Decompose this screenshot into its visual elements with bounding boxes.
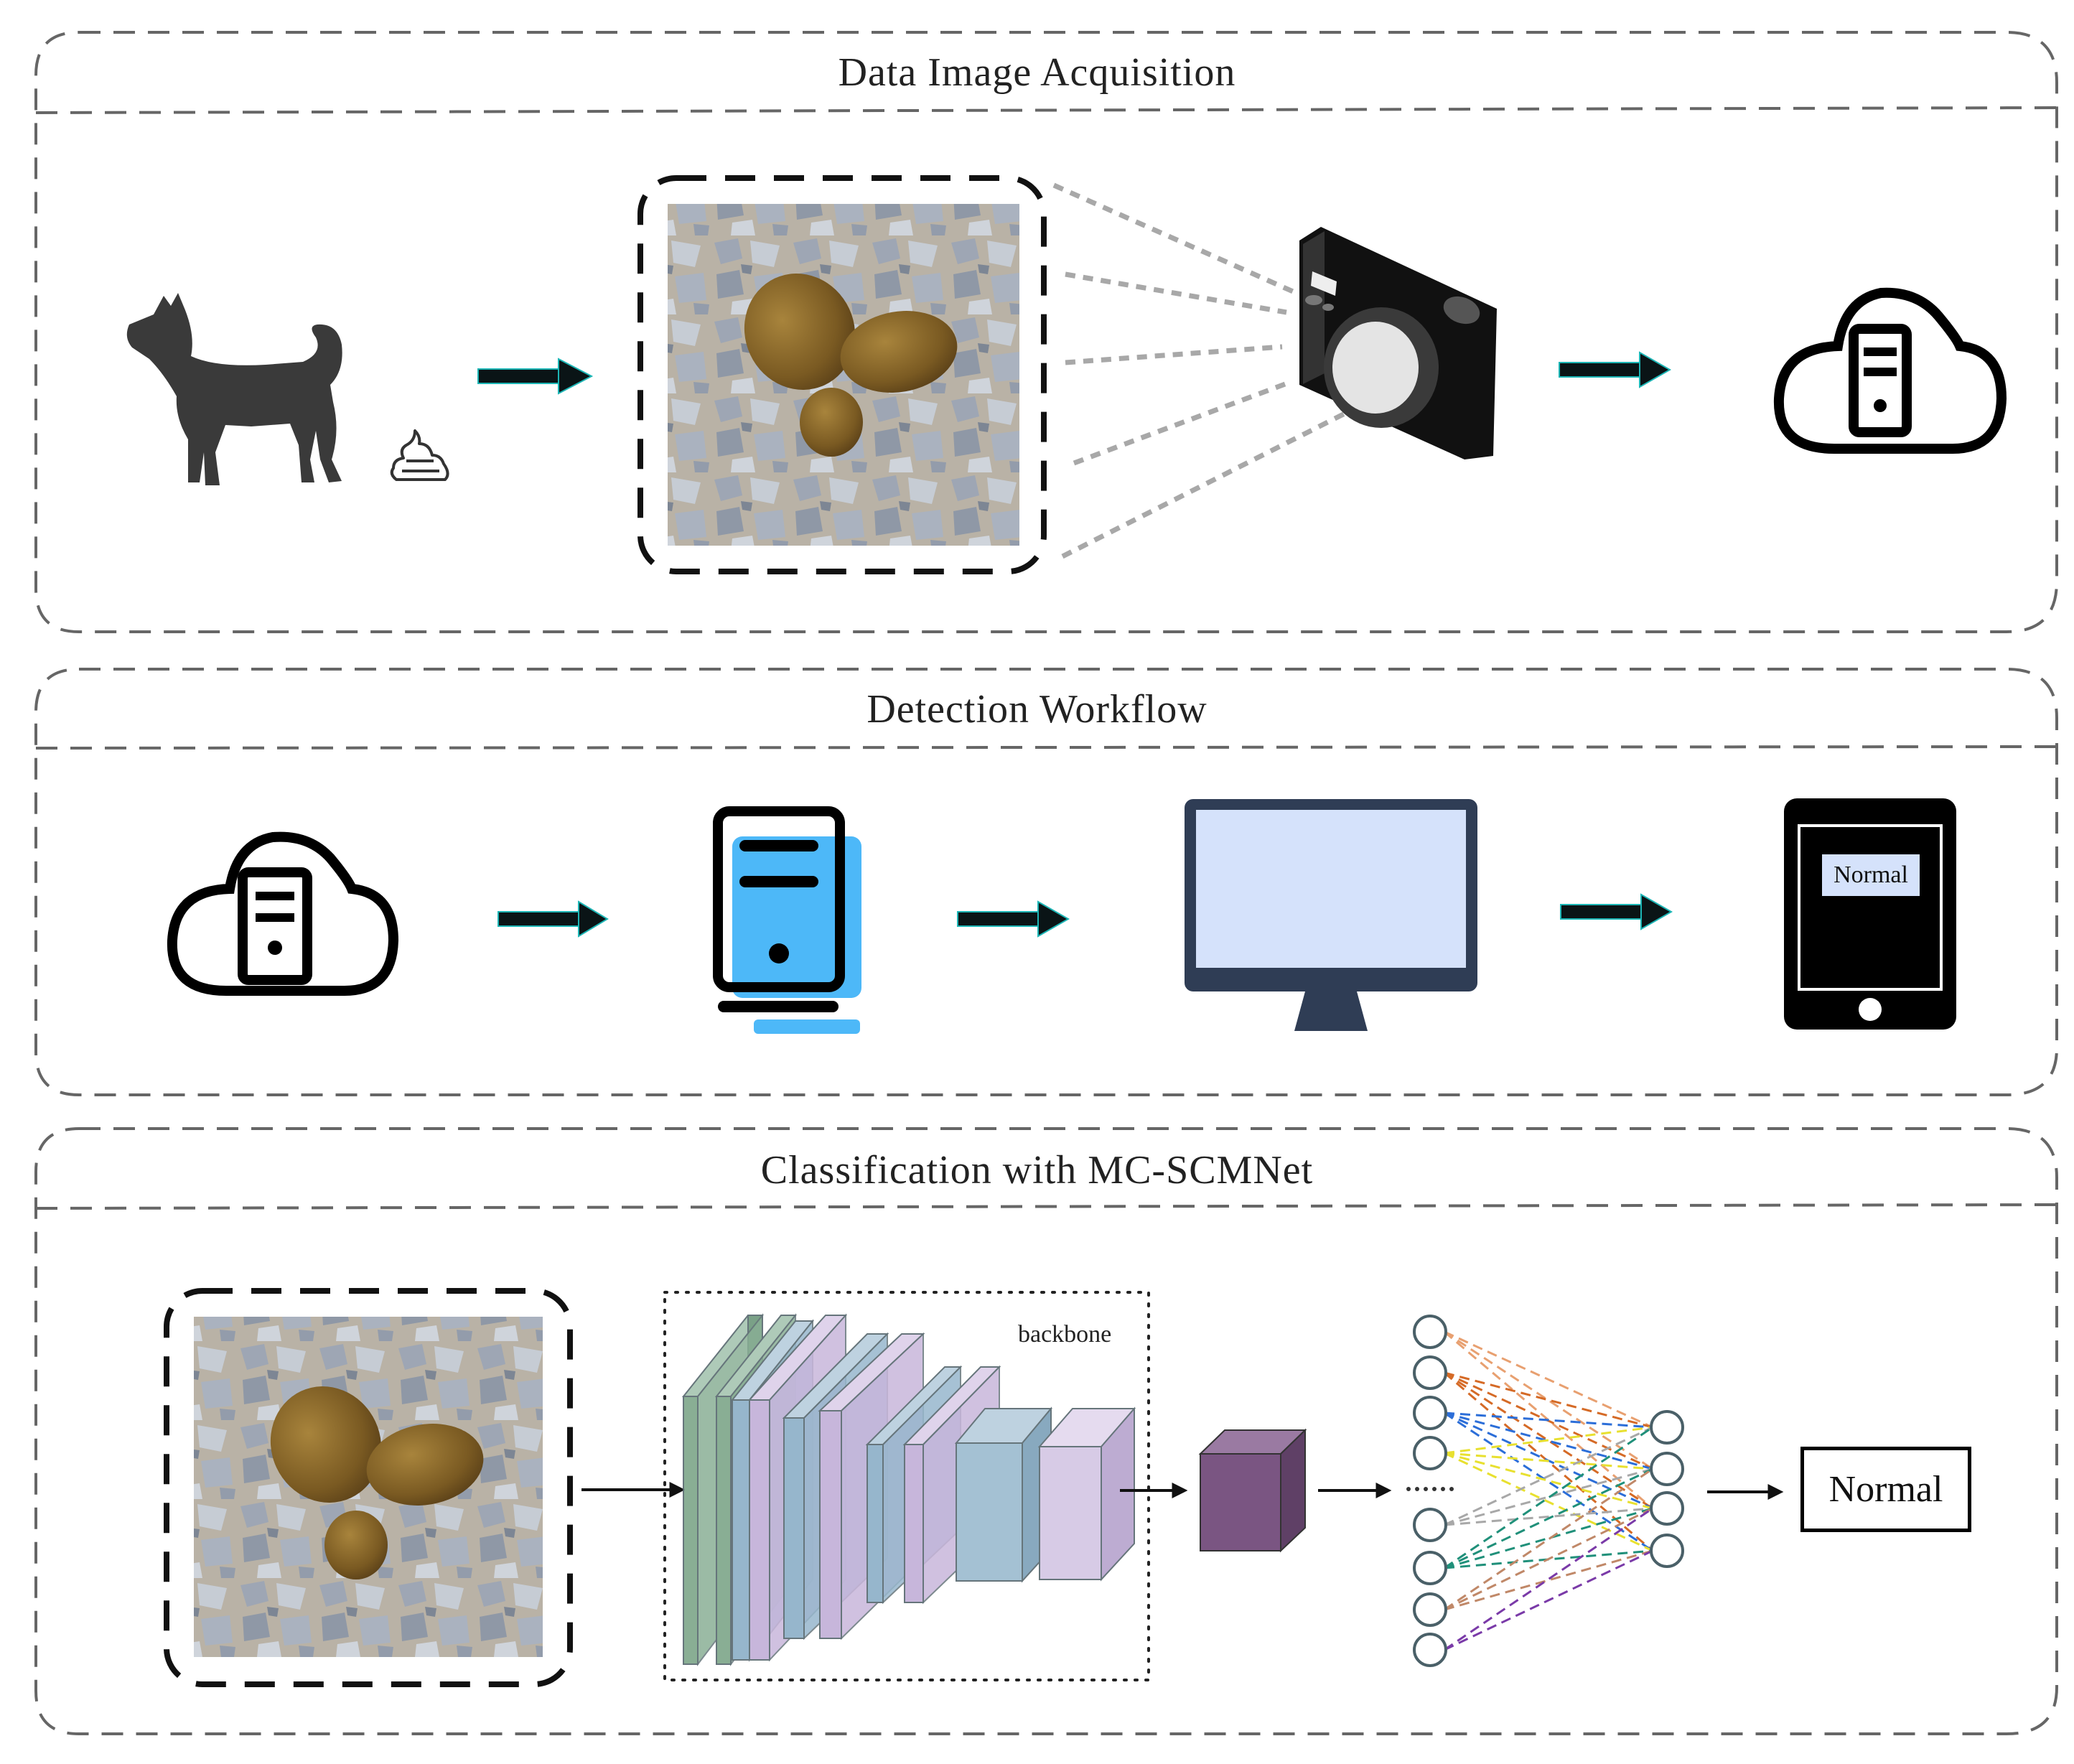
section-classification-frame	[34, 1127, 2058, 1735]
section-title-classification: Classification with MC-SCMNet	[760, 1148, 1314, 1193]
arrow-cloud-to-computer	[498, 900, 609, 938]
tablet-icon	[1784, 798, 1956, 1030]
sample-image-acquired	[637, 175, 1047, 574]
fully-connected-layer	[1406, 1315, 1684, 1667]
arrow-computer-to-monitor	[957, 900, 1070, 938]
classification-output: Normal	[1800, 1447, 1971, 1532]
cloud-server-icon	[167, 831, 399, 996]
fc-output-neurons	[1650, 1410, 1684, 1568]
section-title-workflow: Detection Workflow	[866, 687, 1208, 732]
camera-view-lines	[1052, 182, 1355, 559]
backbone-network	[663, 1291, 1150, 1681]
fc-ellipsis	[1406, 1487, 1454, 1491]
fc-input-neurons	[1413, 1315, 1447, 1667]
arrow-monitor-to-tablet	[1560, 893, 1673, 930]
arrow-camera-to-cloud	[1559, 351, 1672, 388]
poop-icon	[390, 429, 449, 481]
fc-connections	[1444, 1330, 1653, 1651]
cloud-server-icon	[1773, 287, 2007, 454]
monitor-icon	[1185, 799, 1477, 1031]
backbone-label: backbone	[1018, 1321, 1112, 1348]
computer-tower-icon	[713, 806, 861, 1034]
feature-cube	[1198, 1428, 1307, 1553]
section-workflow-frame	[34, 668, 2058, 1096]
arrow-dog-to-image	[477, 358, 594, 395]
section-title-acquisition: Data Image Acquisition	[838, 50, 1236, 95]
camera-icon	[1299, 227, 1497, 459]
backbone-layers	[681, 1313, 1136, 1666]
tablet-result-label: Normal	[1822, 854, 1920, 896]
dog-silhouette-icon	[126, 293, 342, 485]
sample-image-input	[164, 1288, 573, 1687]
section-acquisition-frame	[34, 31, 2058, 633]
